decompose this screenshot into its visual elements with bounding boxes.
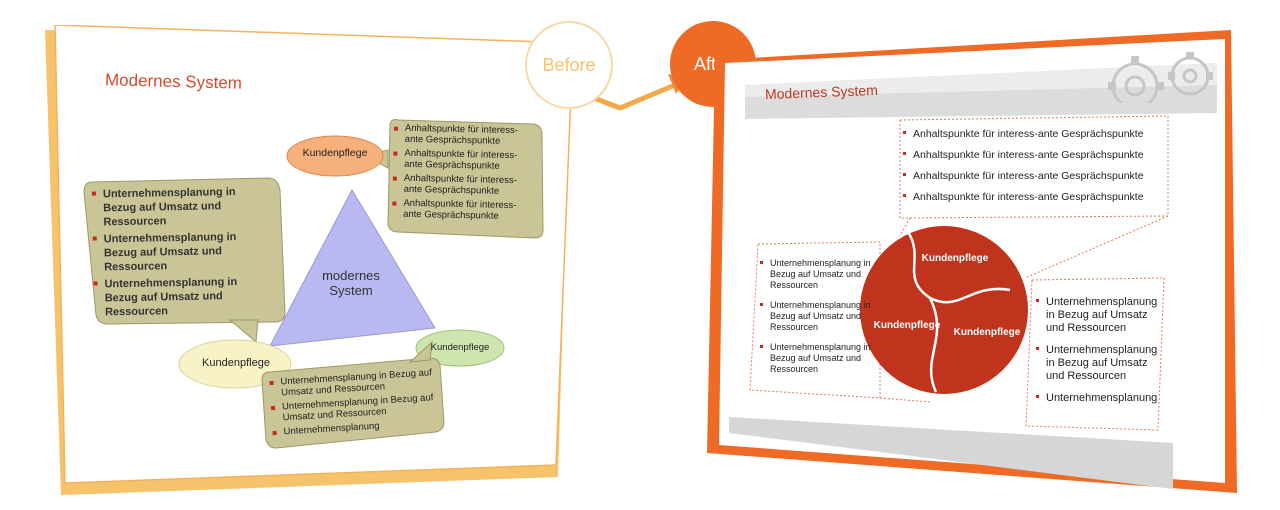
after-list-item: Anhaltspunkte für interess-ante Gespräch…	[903, 191, 1173, 203]
after-list-item: Unternehmensplanung in Bezug auf Umsatz …	[760, 258, 875, 291]
before-badge: Before	[525, 21, 613, 109]
after-segment-right: Kundenpflege	[953, 326, 1021, 338]
after-list-item: Anhaltspunkte für interess-ante Gespräch…	[903, 149, 1173, 161]
after-list-item: Unternehmensplanung in Bezug auf Umsatz …	[760, 300, 875, 333]
after-list-item: Anhaltspunkte für interess-ante Gespräch…	[903, 170, 1173, 182]
before-badge-label: Before	[542, 54, 596, 75]
after-list-item: Anhaltspunkte für interess-ante Gespräch…	[903, 128, 1173, 140]
callout-bottom-tail	[408, 340, 433, 363]
callout-item: Unternehmensplanung in Bezug auf Umsatz …	[91, 184, 272, 229]
after-circle	[860, 226, 1028, 394]
callout-item: Unternehmensplanung in Bezug auf Umsatz …	[92, 274, 273, 319]
before-title: Modernes System	[104, 70, 243, 93]
node-right-label: Kundenpflege	[430, 341, 490, 353]
after-list-item: Unternehmensplanung in Bezug auf Umsatz …	[1036, 344, 1164, 383]
callout-top-right: Anhaltspunkte für interess-ante Gespräch…	[391, 123, 533, 226]
after-list-item: Unternehmensplanung	[1036, 392, 1164, 405]
node-right-ellipse	[415, 329, 505, 367]
gear-icon	[1108, 52, 1213, 103]
callout-item: Anhaltspunkte für interess-ante Gespräch…	[392, 173, 532, 198]
callout-item: Anhaltspunkte für interess-ante Gespräch…	[391, 198, 531, 223]
center-label: modernes System	[322, 268, 380, 298]
callout-left: Unternehmensplanung in Bezug auf Umsatz …	[91, 184, 273, 322]
after-list-item: Unternehmensplanung in Bezug auf Umsatz …	[1036, 296, 1164, 335]
callout-item: Anhaltspunkte für interess-ante Gespräch…	[393, 123, 533, 148]
after-diagram	[749, 115, 1169, 431]
center-triangle	[269, 188, 436, 347]
after-segment-top: Kundenpflege	[921, 252, 989, 264]
after-list-left: Unternehmensplanung in Bezug auf Umsatz …	[760, 258, 875, 384]
node-left-label: Kundenpflege	[202, 357, 270, 369]
callout-item: Unternehmensplanung in Bezug auf Umsatz …	[92, 229, 273, 274]
after-list-item: Unternehmensplanung in Bezug auf Umsatz …	[760, 342, 875, 375]
after-box-right	[1025, 277, 1165, 431]
after-box-left	[749, 241, 881, 399]
after-list-top: Anhaltspunkte für interess-ante Gespräch…	[903, 128, 1173, 212]
callout-left-tail	[228, 319, 259, 344]
after-segment-left: Kundenpflege	[873, 319, 941, 331]
node-top-ellipse	[286, 135, 384, 177]
callout-bottom: Unternehmensplanung in Bezug auf Umsatz …	[268, 367, 442, 441]
after-list-right: Unternehmensplanung in Bezug auf Umsatz …	[1036, 296, 1164, 414]
node-top-label: Kundenpflege	[302, 147, 368, 159]
callout-item: Anhaltspunkte für interess-ante Gespräch…	[392, 148, 532, 173]
